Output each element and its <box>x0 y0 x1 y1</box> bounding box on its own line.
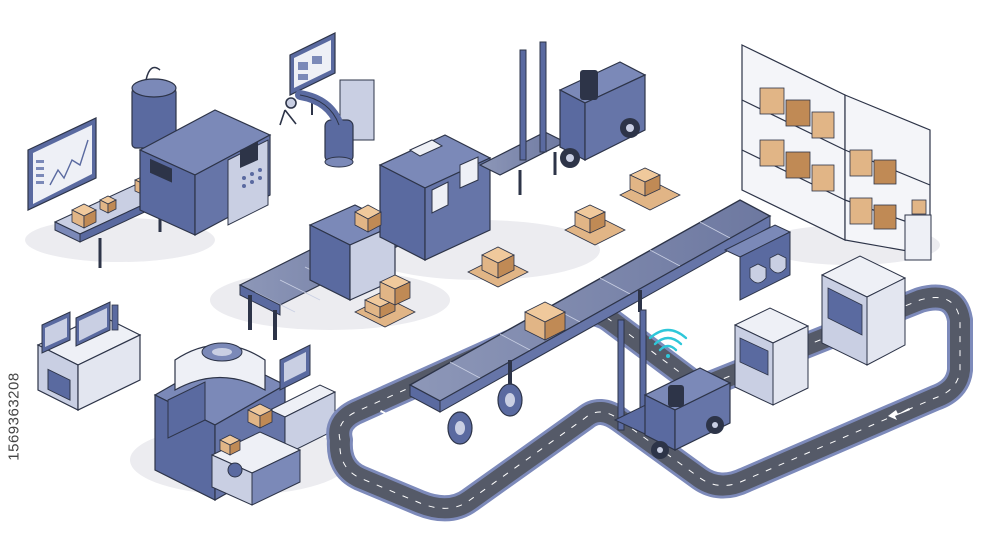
cardboard-box <box>99 195 117 214</box>
wifi-icon <box>648 328 688 358</box>
direction-arrow-icon <box>380 352 922 454</box>
cardboard-box <box>524 301 566 341</box>
cardboard-box <box>247 403 273 429</box>
cardboard-box <box>71 203 97 229</box>
robot-arm-station <box>279 32 375 168</box>
wall-monitor-chart <box>27 117 97 211</box>
assembly-machine <box>153 342 337 506</box>
pallet-boxes-2 <box>467 246 529 288</box>
vending-terminal <box>820 255 907 366</box>
robot-claw-icon <box>279 97 297 126</box>
forklift-top <box>519 41 647 168</box>
warehouse-shelving <box>741 44 932 261</box>
line-chart-icon <box>49 139 89 186</box>
kiosk-terminal <box>733 307 810 406</box>
shield-lock-icon <box>749 253 787 284</box>
pallet-boxes-4 <box>619 167 681 211</box>
stock-id-label: 1569363208 <box>2 298 24 538</box>
shelf-boxes <box>759 87 927 230</box>
main-conveyor <box>408 199 792 445</box>
pallet-boxes-1 <box>354 274 416 328</box>
pallet-boxes-3 <box>564 204 626 246</box>
processing-machine <box>131 66 272 236</box>
control-desk <box>36 301 142 411</box>
agv-forklift <box>613 309 732 459</box>
stock-id-text: 1569363208 <box>5 372 23 461</box>
security-scanner <box>723 224 792 301</box>
cardboard-box <box>219 434 241 456</box>
cardboard-box <box>354 204 382 233</box>
